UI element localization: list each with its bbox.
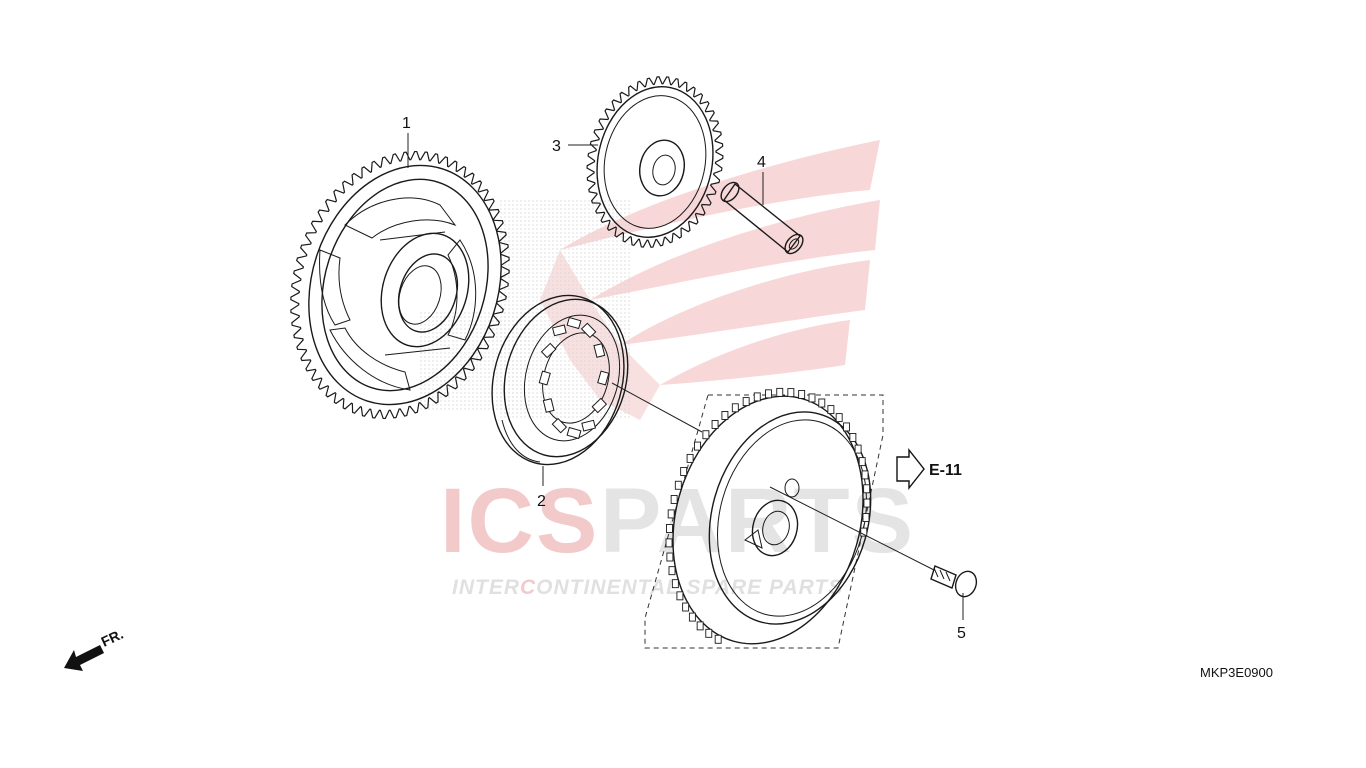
dashed-reference-box <box>644 394 884 649</box>
wing-logo-watermark <box>420 140 880 420</box>
flywheel-segment <box>818 398 826 408</box>
clutch-roller <box>551 417 568 434</box>
clutch-roller <box>551 324 567 337</box>
arrow-right-icon <box>896 447 925 491</box>
flywheel-segment <box>860 527 868 537</box>
callout-5: 5 <box>957 625 966 642</box>
flywheel-segment <box>863 484 871 494</box>
flywheel-segment <box>686 453 694 463</box>
flywheel-segment <box>808 393 816 403</box>
clutch-roller <box>538 370 551 386</box>
front-arrow-icon <box>64 645 104 671</box>
clutch-roller <box>581 419 597 432</box>
front-indicator: FR. <box>64 626 126 671</box>
flywheel-segment <box>798 389 806 399</box>
flywheel-segment <box>731 403 739 413</box>
flywheel-segment <box>765 389 772 399</box>
flywheel-segment <box>843 422 850 432</box>
clutch-rollers <box>538 316 610 440</box>
gear-1-teeth <box>290 150 510 420</box>
clutch-roller <box>597 370 610 386</box>
flywheel-segment <box>671 579 679 589</box>
part-3-idle-gear[interactable] <box>583 76 726 248</box>
diagram-code: MKP3E0900 <box>1200 665 1273 680</box>
flywheel-segment <box>854 444 862 454</box>
flywheel-segment <box>702 430 710 440</box>
gear-1-tooth-ring <box>290 150 510 420</box>
callout-2: 2 <box>537 493 546 510</box>
part-4-shaft[interactable] <box>718 179 807 257</box>
flywheel-segment <box>666 552 674 562</box>
watermark: ICS PARTS INTERCONTINENTAL SPARE PARTS <box>420 140 915 599</box>
clutch-roller <box>566 426 582 440</box>
flywheel-segment <box>863 498 871 508</box>
flywheel-segment <box>670 495 678 504</box>
flywheel-segments <box>665 387 871 644</box>
flywheel-segment <box>694 441 701 451</box>
flywheel-segment <box>861 470 869 480</box>
flywheel-segment <box>668 566 676 576</box>
clutch-roller <box>566 316 582 330</box>
flywheel-segment <box>696 621 704 631</box>
flywheel-segment <box>827 405 835 415</box>
callout-3: 3 <box>552 138 561 155</box>
clutch-roller <box>542 398 555 413</box>
flywheel-segment <box>711 420 719 429</box>
flywheel-segment <box>835 413 843 423</box>
part-2-one-way-clutch[interactable] <box>473 280 646 481</box>
cross-reference-link[interactable]: E-11 <box>896 447 962 491</box>
flywheel-segment <box>849 433 857 442</box>
watermark-parts: PARTS <box>600 470 915 572</box>
callout-4: 4 <box>757 154 766 171</box>
clutch-roller <box>580 322 597 339</box>
part-5-bolt[interactable] <box>930 565 980 600</box>
callout-1: 1 <box>402 115 411 132</box>
watermark-ics: ICS <box>440 470 599 572</box>
watermark-tagline-inter: INTER <box>452 576 520 599</box>
assembly-lines <box>611 382 935 571</box>
flywheel-segment <box>667 509 675 519</box>
watermark-tagline-spare: SPARE PARTS <box>686 576 843 599</box>
clutch-roller <box>591 397 608 414</box>
clutch-roller <box>540 342 557 359</box>
gear-3-teeth <box>586 76 724 248</box>
watermark-tagline-c: C <box>520 576 536 599</box>
flywheel-segment <box>721 411 729 420</box>
flywheel-segment <box>776 387 784 397</box>
cross-reference-label: E-11 <box>929 462 962 479</box>
flywheel-segment <box>680 467 688 476</box>
flywheel-assembly[interactable] <box>644 374 895 667</box>
flywheel-segment <box>682 602 690 612</box>
flywheel-segment <box>742 397 750 407</box>
flywheel-segment <box>666 524 673 533</box>
flywheel-segment <box>676 591 684 601</box>
flywheel-segment <box>665 538 673 548</box>
flywheel-segment <box>705 628 713 638</box>
flywheel-segment <box>858 457 866 467</box>
gear-3-tooth-ring <box>586 76 724 248</box>
watermark-tagline-ontinental: ONTINENTAL <box>536 576 686 599</box>
flywheel-segment <box>787 388 795 398</box>
flywheel-segment <box>753 392 761 402</box>
clutch-roller <box>593 343 606 358</box>
part-1-starter-driven-gear[interactable] <box>279 140 531 430</box>
leader-lines <box>407 133 964 620</box>
flywheel-segment <box>674 480 682 490</box>
flywheel-segment <box>688 612 696 622</box>
flywheel-segment <box>714 634 722 644</box>
watermark-tagline: INTERCONTINENTAL SPARE PARTS <box>452 576 843 599</box>
front-indicator-label: FR. <box>99 626 126 650</box>
flywheel-segment <box>862 513 870 523</box>
